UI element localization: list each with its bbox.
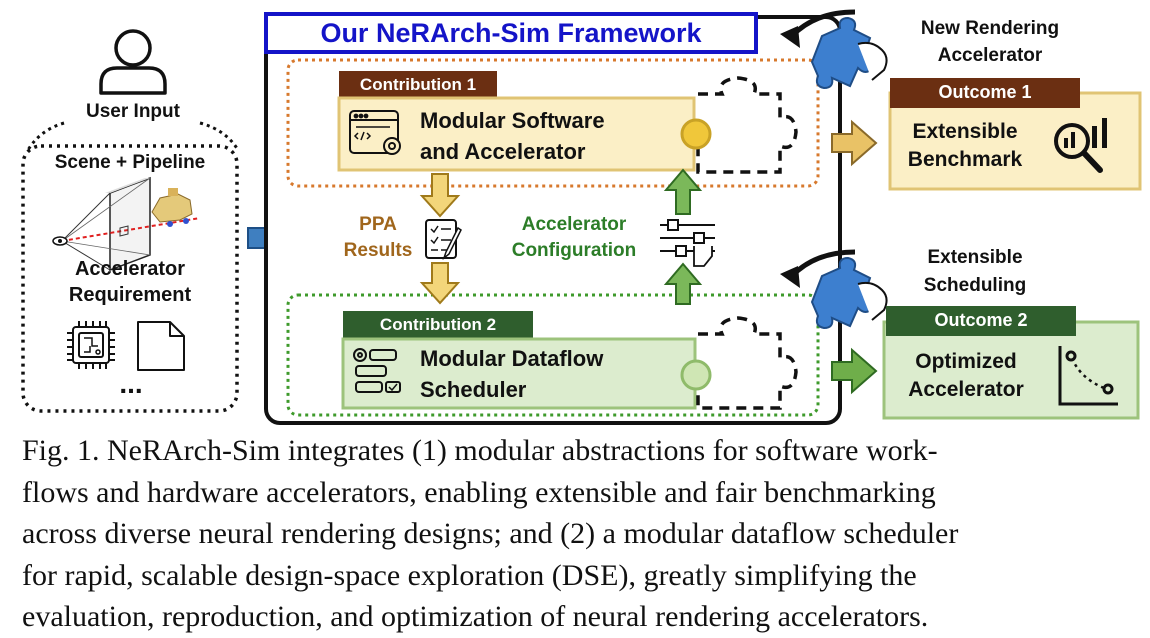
user-panel-bracket-right [199,121,240,151]
puzzle-slot-1-icon [680,76,798,174]
scene-pipeline-label: Scene + Pipeline [54,152,206,173]
outcome2-box [882,320,1140,420]
caption-line-1: Fig. 1. NeRArch-Sim integrates (1) modul… [22,434,938,467]
curved-arrow-1-head [780,26,800,48]
caption-line-4: for rapid, scalable design-space explora… [22,558,917,592]
more-items-ellipsis: ... [119,368,143,399]
contribution2-region [286,293,820,417]
chip-icon [67,321,115,369]
contribution2-line1: Modular Dataflow [420,346,604,371]
outcome2-tag-box [886,306,1076,336]
caption-line-2: flows and hardware accelerators, enablin… [22,475,936,509]
config-up-arrow-bottom [663,262,703,305]
contribution1-line1: Modular Software [420,108,605,133]
contribution1-tag-box [339,71,497,98]
contribution2-box [341,337,697,410]
accelerator-req-line1: Accelerator [74,258,186,280]
user-input-panel [21,144,239,413]
diagram-canvas [21,9,1142,425]
framework-title: Our NeRArch-Sim Framework [320,18,702,48]
outcome2-line2: Accelerator [908,378,1024,401]
contribution1-line2: and Accelerator [420,139,586,164]
framework-title-box [264,12,758,54]
puzzle-piece-blue-1 [810,16,888,90]
caption-line-3: across diverse neural rendering designs;… [22,517,959,550]
user-icon [99,29,167,95]
curved-arrow-2-head [780,266,800,288]
new-rendering-line1: New Rendering [920,18,1060,39]
ppa-down-arrow-top [419,173,461,218]
new-rendering-line2: Accelerator [937,45,1043,66]
magnifier-chart-icon [1054,118,1107,173]
config-up-arrow-top [663,168,703,215]
puzzle-slot-2-icon [680,316,798,410]
outcome1-tag-overlay [890,78,1080,108]
user-input-label: User Input [86,101,180,122]
sliders-icon [660,219,715,267]
dataflow-icon [353,348,401,393]
scene-illustration [52,176,201,272]
accel-config-line1: Accelerator [521,214,627,235]
outcome2-tag: Outcome 2 [934,310,1028,330]
contribution1-tag: Contribution 1 [359,75,477,94]
ppa-label-line2: Results [343,240,413,261]
user-panel-bracket-left [26,121,65,151]
pareto-plot-icon [1058,346,1118,406]
caption-line-5: evaluation, reproduction, and optimizati… [22,600,929,633]
extensible-scheduling-line1: Extensible [927,247,1023,268]
outcome1-arrow [831,119,878,167]
ppa-label-line1: PPA [359,214,397,235]
extensible-scheduling-line2: Scheduling [923,275,1027,296]
contribution2-line2: Scheduler [420,377,527,402]
accel-config-line2: Configuration [511,240,637,261]
code-window-icon [349,110,401,155]
contribution1-region [286,58,820,188]
accelerator-req-line2: Requirement [68,284,192,306]
contribution2-tag: Contribution 2 [379,315,497,334]
outcome2-line1: Optimized [915,350,1017,373]
figure-caption: Fig. 1. NeRArch-Sim integrates (1) modul… [22,430,1137,638]
document-icon [137,321,185,371]
puzzle-piece-blue-2 [810,256,888,330]
outcome1-line2: Benchmark [907,148,1023,171]
ppa-down-arrow-bottom [419,262,461,305]
outcome1-line1: Extensible [912,120,1018,143]
outcome2-arrow [831,347,878,395]
contribution2-tag-box [343,311,533,339]
checklist-icon [425,219,462,261]
outcome1-box [888,91,1142,191]
outcome1-tag: Outcome 1 [938,82,1032,102]
